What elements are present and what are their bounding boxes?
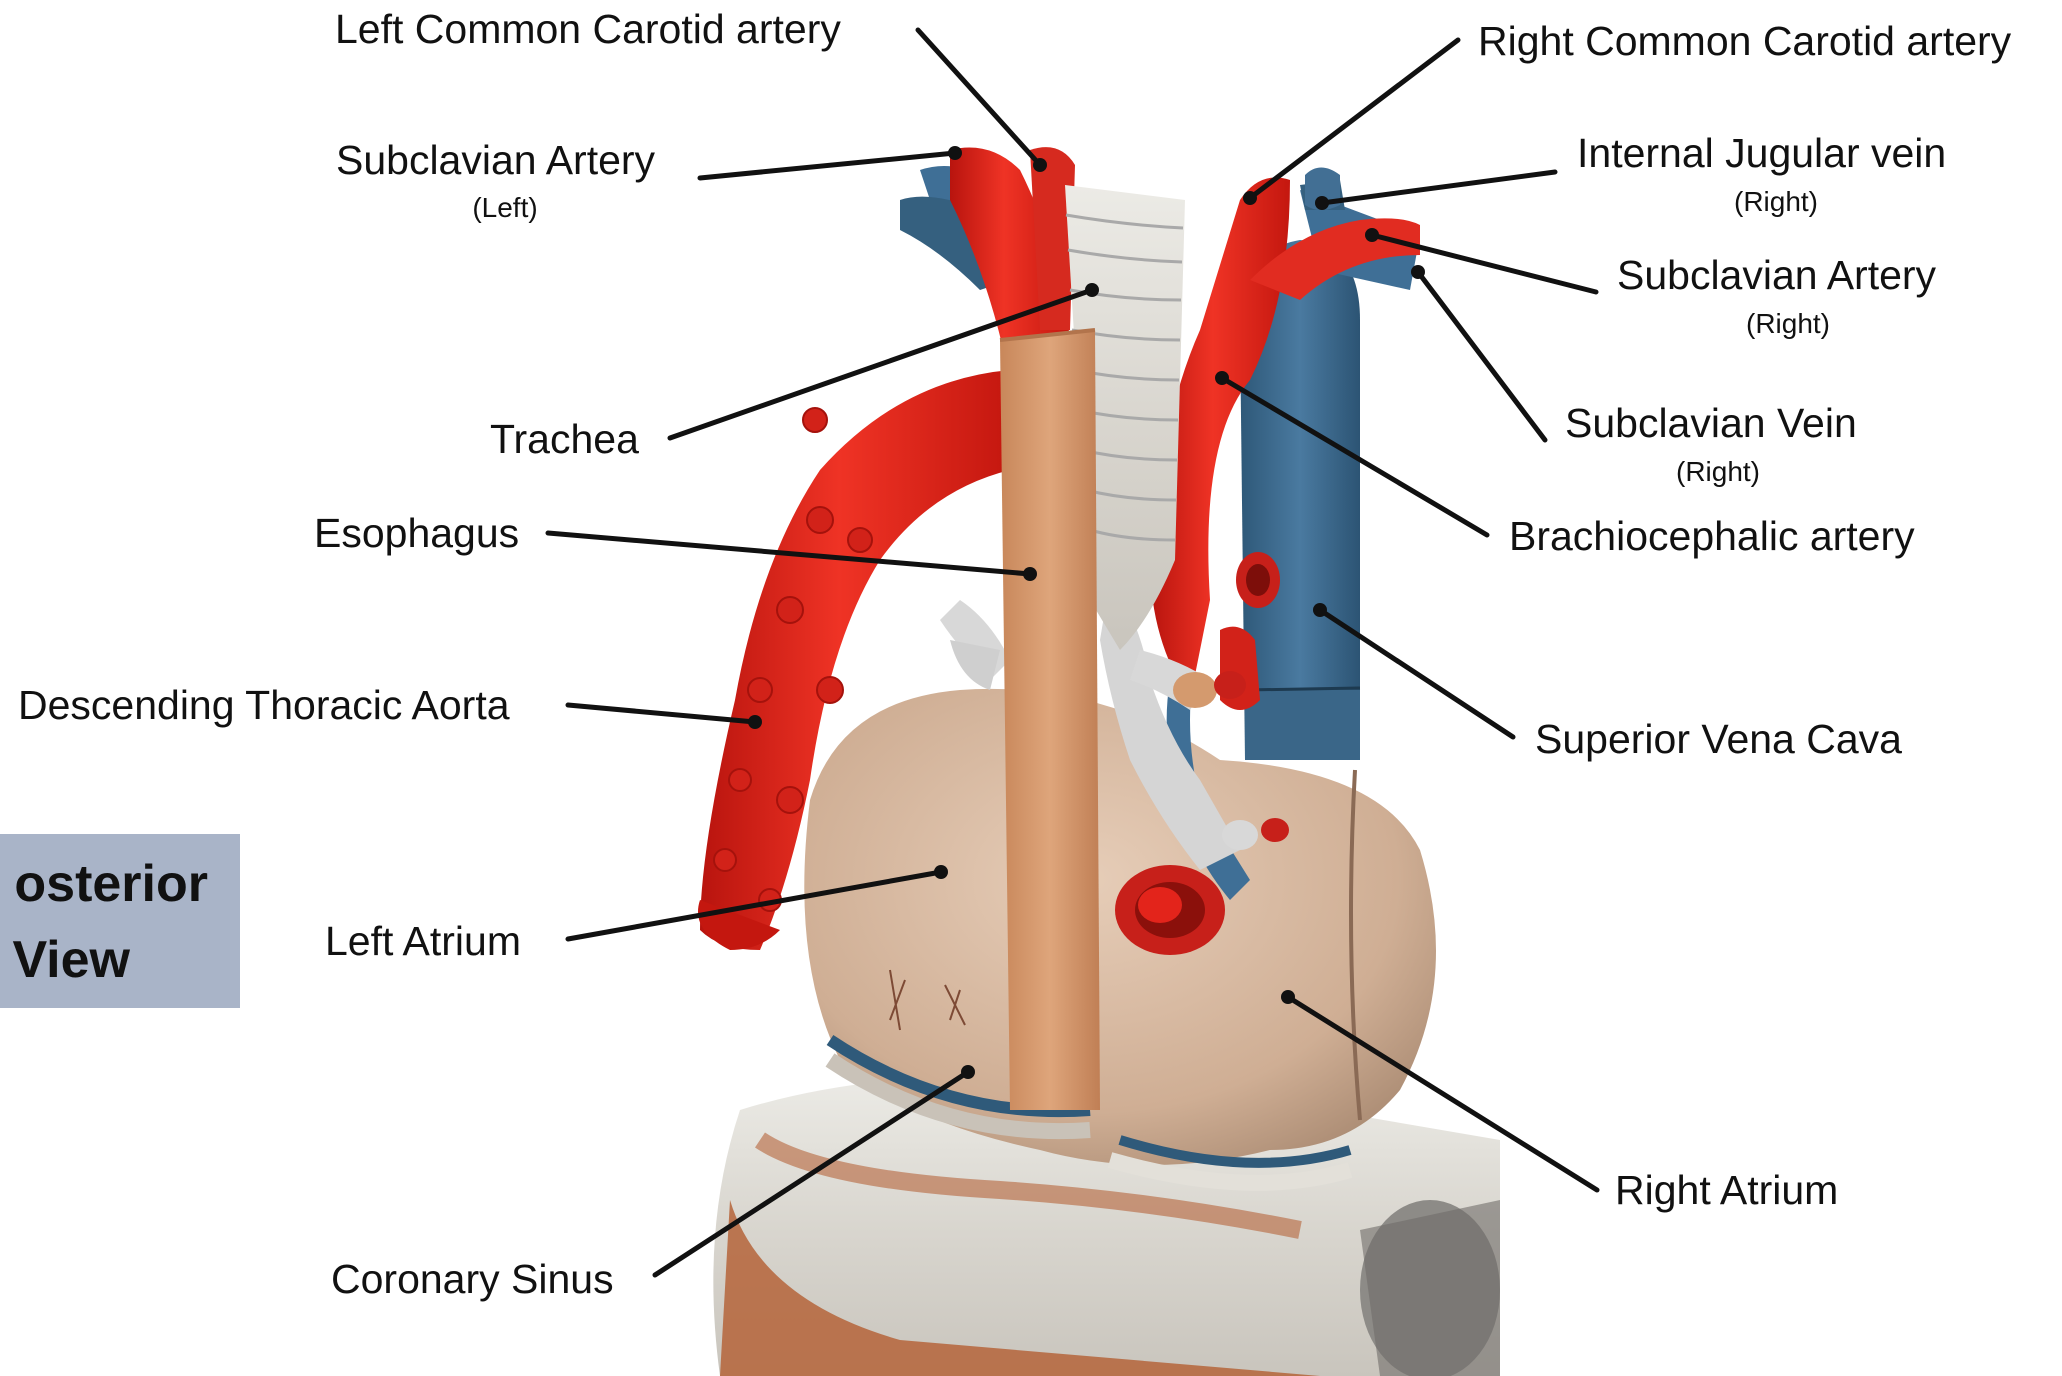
label-subclavian-vein: Subclavian Vein: [1565, 400, 1857, 446]
leader-left-atrium: [568, 872, 941, 939]
dot-coronary-sinus: [961, 1065, 975, 1079]
leader-left-common-carotid: [918, 30, 1040, 165]
label-right-atrium: Right Atrium: [1615, 1167, 1838, 1213]
label-coronary-sinus: Coronary Sinus: [331, 1256, 614, 1302]
view-badge-line1: osterior: [0, 854, 208, 914]
leader-descending-aorta: [568, 705, 755, 722]
dot-trachea: [1085, 283, 1099, 297]
label-descending-aorta: Descending Thoracic Aorta: [18, 682, 510, 728]
label-subclavian-right: Subclavian Artery: [1617, 252, 1936, 298]
dot-subclavian-right: [1365, 228, 1379, 242]
dot-right-atrium: [1281, 990, 1295, 1004]
dot-subclavian-left: [948, 146, 962, 160]
dot-right-common-carotid: [1243, 191, 1257, 205]
leader-subclavian-left: [700, 153, 955, 178]
dot-esophagus: [1023, 567, 1037, 581]
dot-brachiocephalic: [1215, 371, 1229, 385]
dot-descending-aorta: [748, 715, 762, 729]
label-right-common-carotid: Right Common Carotid artery: [1478, 18, 2011, 64]
dot-subclavian-vein: [1411, 265, 1425, 279]
label-subclavian-right-side: (Right): [1746, 308, 1830, 340]
dot-internal-jugular: [1315, 196, 1329, 210]
leader-superior-vena-cava: [1320, 610, 1513, 737]
leader-subclavian-vein: [1418, 272, 1545, 440]
leader-trachea: [670, 290, 1092, 438]
label-internal-jugular-side: (Right): [1734, 186, 1818, 218]
label-esophagus: Esophagus: [314, 510, 519, 556]
leader-right-common-carotid: [1250, 40, 1458, 198]
leader-right-atrium: [1288, 997, 1597, 1190]
leader-subclavian-right: [1372, 235, 1596, 292]
label-superior-vena-cava: Superior Vena Cava: [1535, 716, 1902, 762]
dot-left-common-carotid: [1033, 158, 1047, 172]
label-subclavian-left-side: (Left): [472, 192, 537, 224]
posterior-view-badge: osterior View: [0, 834, 240, 1008]
label-left-atrium: Left Atrium: [325, 918, 521, 964]
leader-coronary-sinus: [655, 1072, 968, 1275]
leader-brachiocephalic: [1222, 378, 1487, 535]
leader-internal-jugular: [1322, 172, 1555, 203]
label-left-common-carotid: Left Common Carotid artery: [335, 6, 841, 52]
label-internal-jugular: Internal Jugular vein: [1577, 130, 1946, 176]
label-brachiocephalic: Brachiocephalic artery: [1509, 513, 1915, 559]
label-trachea: Trachea: [490, 416, 639, 462]
label-subclavian-left: Subclavian Artery: [336, 137, 655, 183]
dot-left-atrium: [934, 865, 948, 879]
dot-superior-vena-cava: [1313, 603, 1327, 617]
view-badge-line2: View: [0, 930, 130, 990]
label-subclavian-vein-side: (Right): [1676, 456, 1760, 488]
leader-esophagus: [548, 533, 1030, 574]
